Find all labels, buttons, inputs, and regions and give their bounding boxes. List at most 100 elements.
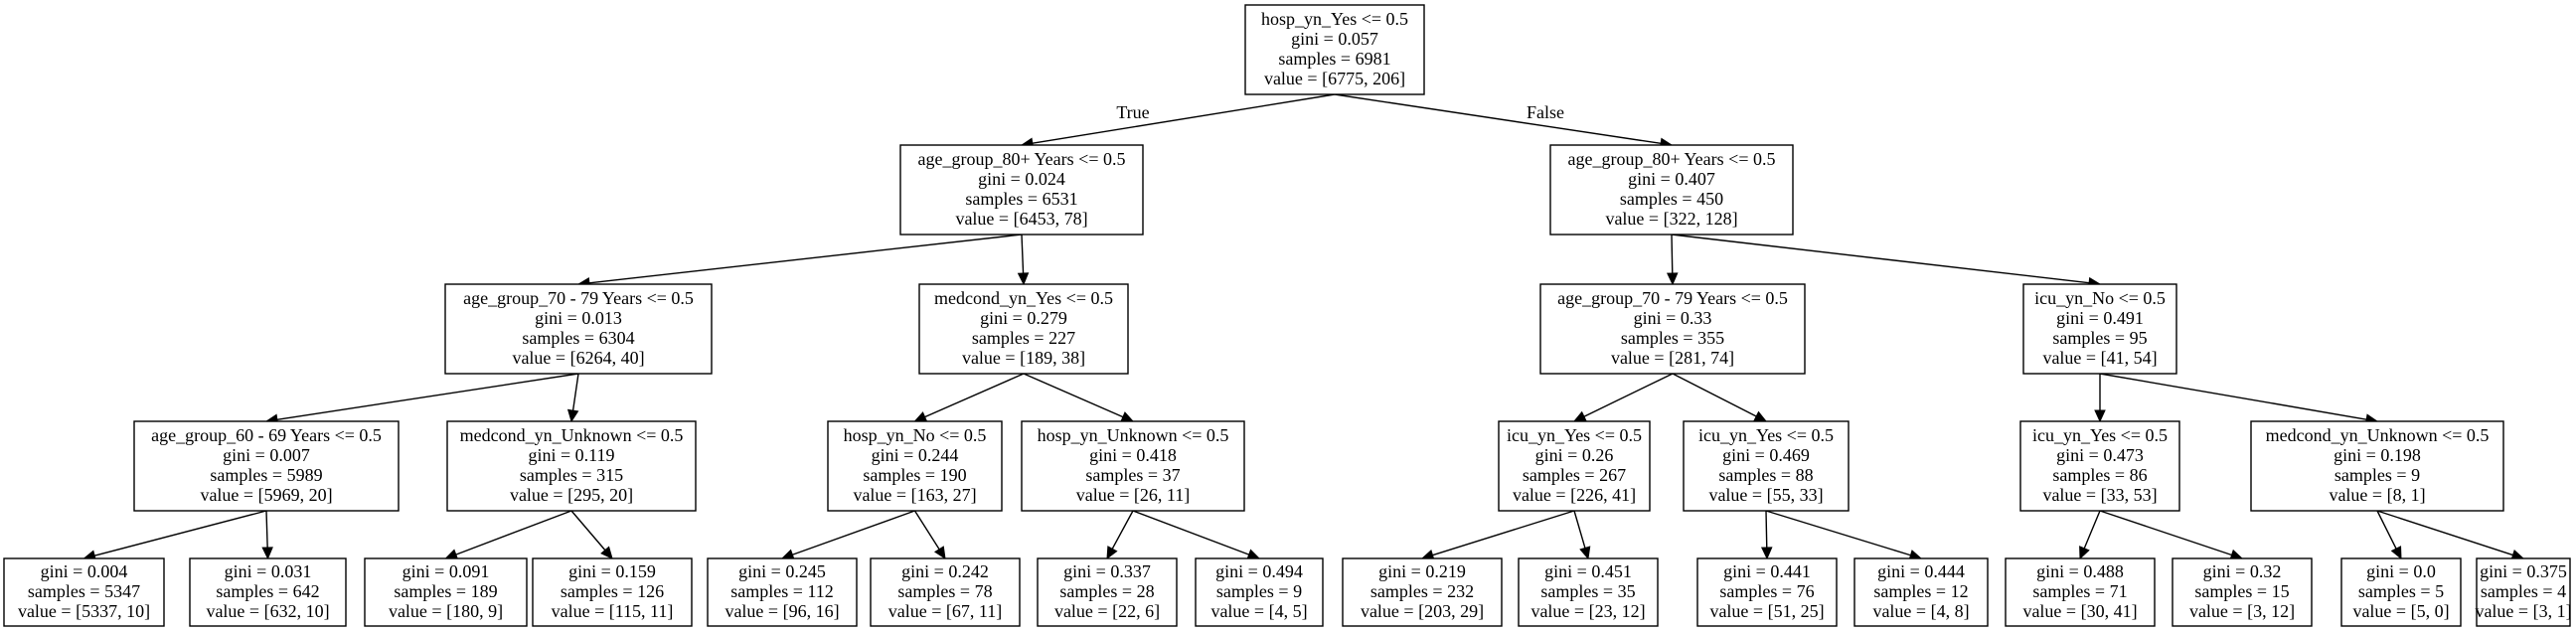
node-box <box>1342 557 1503 627</box>
node-gini: gini = 0.007 <box>223 445 310 465</box>
node-samples: samples = 232 <box>1370 581 1474 601</box>
node-value: value = [163, 27] <box>853 485 976 505</box>
node-value: value = [6264, 40] <box>512 348 644 368</box>
node-box <box>2019 420 2180 512</box>
tree-edge <box>566 373 579 423</box>
tree-edge <box>264 373 579 425</box>
node-box <box>1549 144 1794 236</box>
edge-line <box>1671 234 2090 284</box>
node-condition: icu_yn_No <= 0.5 <box>2034 288 2166 308</box>
edge-line <box>913 510 940 551</box>
edge-line <box>1672 373 1757 417</box>
tree-edge <box>1765 510 1923 561</box>
node-value: value = [281, 74] <box>1611 348 1734 368</box>
tree-edge <box>2094 374 2106 423</box>
edge-line <box>1765 510 1768 549</box>
arrowhead <box>1666 272 1679 286</box>
node-gini: gini = 0.024 <box>978 169 1065 189</box>
tree-edge <box>913 373 1025 422</box>
node-value: value = [189, 38] <box>962 348 1085 368</box>
node-condition: age_group_80+ Years <= 0.5 <box>918 149 1126 169</box>
node-gini: gini = 0.469 <box>1722 445 1810 465</box>
tree-edge <box>1420 510 1575 561</box>
node-samples: samples = 6304 <box>522 328 634 348</box>
edge-line <box>455 510 572 555</box>
edge-line <box>571 373 579 411</box>
node-box <box>446 420 697 512</box>
node-value: value = [30, 41] <box>2022 601 2137 621</box>
node-samples: samples = 190 <box>863 465 966 485</box>
node-gini: gini = 0.441 <box>1723 561 1811 581</box>
node-value: value = [203, 29] <box>1361 601 1484 621</box>
node-condition: age_group_70 - 79 Years <= 0.5 <box>1557 288 1788 308</box>
node-gini: gini = 0.219 <box>1378 561 1466 581</box>
node-samples: samples = 4 <box>2481 581 2566 601</box>
node-gini: gini = 0.198 <box>2334 445 2421 465</box>
node-value: value = [322, 128] <box>1605 209 1737 229</box>
arrowhead <box>1120 411 1135 422</box>
node-condition: hosp_yn_Yes <= 0.5 <box>1261 9 1408 29</box>
node-value: value = [6453, 78] <box>955 209 1087 229</box>
node-box <box>1498 420 1651 512</box>
node-gini: gini = 0.26 <box>1535 445 1614 465</box>
node-value: value = [67, 11] <box>888 601 1002 621</box>
node-box <box>2172 557 2313 627</box>
node-condition: age_group_80+ Years <= 0.5 <box>1568 149 1776 169</box>
node-box <box>532 557 693 627</box>
node-gini: gini = 0.33 <box>1634 308 1712 328</box>
node-gini: gini = 0.375 <box>2480 561 2567 581</box>
edge-line <box>1765 510 1911 556</box>
node-value: value = [226, 41] <box>1513 485 1636 505</box>
node-box <box>2340 557 2462 627</box>
node-condition: icu_yn_Yes <= 0.5 <box>1507 425 1642 445</box>
node-box <box>918 283 1129 375</box>
edge-line <box>1132 510 1249 555</box>
node-value: value = [632, 10] <box>206 601 329 621</box>
tree-edge <box>913 510 946 560</box>
node-samples: samples = 642 <box>216 581 319 601</box>
arrowhead <box>2079 546 2090 560</box>
node-value: value = [6775, 206] <box>1264 69 1405 88</box>
node-value: value = [26, 11] <box>1076 485 1190 505</box>
node-box <box>1696 557 1838 627</box>
arrowhead <box>913 411 928 422</box>
node-box <box>1244 4 1425 95</box>
tree-edge <box>1106 510 1134 560</box>
node-box <box>1539 283 1806 375</box>
node-gini: gini = 0.0 <box>2366 561 2436 581</box>
node-samples: samples = 6981 <box>1278 49 1390 69</box>
node-gini: gini = 0.091 <box>402 561 490 581</box>
arrowhead <box>1572 410 1587 422</box>
node-gini: gini = 0.488 <box>2036 561 2124 581</box>
node-condition: hosp_yn_Unknown <= 0.5 <box>1038 425 1229 445</box>
node-gini: gini = 0.418 <box>1089 445 1177 465</box>
node-gini: gini = 0.013 <box>535 308 622 328</box>
node-gini: gini = 0.407 <box>1628 169 1715 189</box>
tree-edge <box>2099 373 2379 425</box>
node-value: value = [115, 11] <box>552 601 674 621</box>
tree-edge <box>570 510 613 559</box>
node-value: value = [4, 5] <box>1210 601 1307 621</box>
node-value: value = [96, 16] <box>724 601 839 621</box>
tree-edge <box>780 510 915 560</box>
node-gini: gini = 0.057 <box>1291 29 1378 49</box>
node-box <box>870 557 1021 627</box>
node-samples: samples = 9 <box>2334 465 2420 485</box>
node-gini: gini = 0.451 <box>1544 561 1632 581</box>
node-samples: samples = 5989 <box>210 465 322 485</box>
arrowhead <box>1579 546 1591 560</box>
tree-edge <box>1666 234 1679 286</box>
